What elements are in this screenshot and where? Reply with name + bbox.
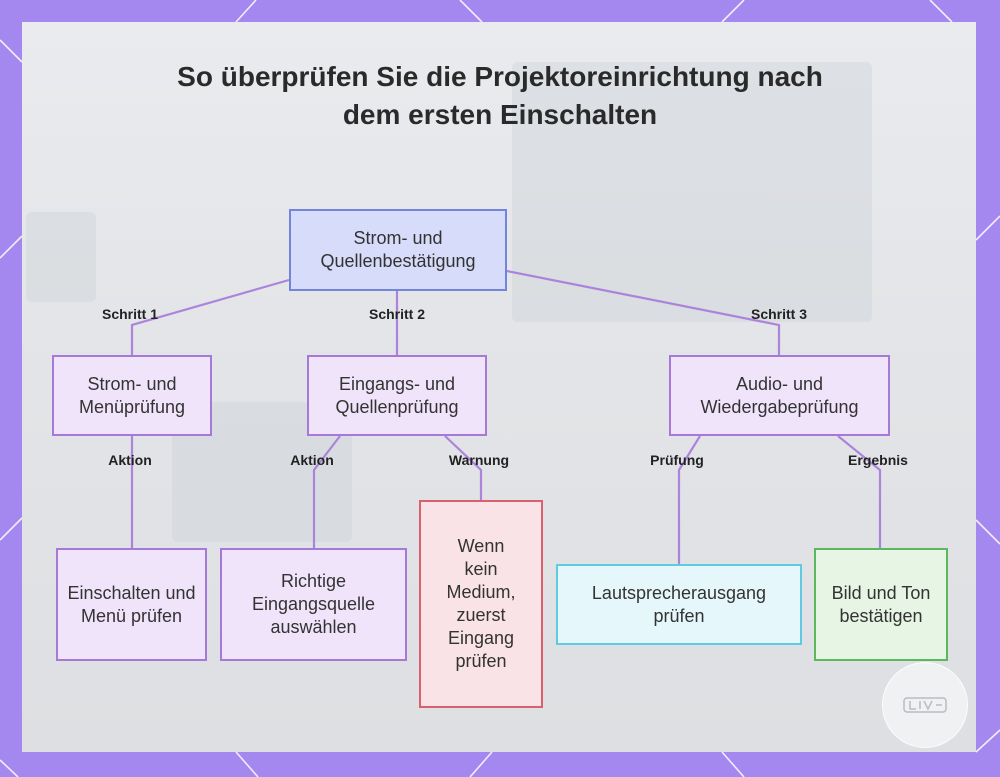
node-eingang-quelle: Eingangs- und Quellenprüfung — [307, 355, 487, 436]
edge-label-aktion-1: Aktion — [108, 452, 152, 468]
node-root-label: Strom- und Quellenbestätigung — [320, 228, 476, 271]
node-eingang-quelle-label: Eingangs- und Quellenprüfung — [335, 373, 459, 417]
node-eingangsquelle: Richtige Eingangsquelle auswählen — [220, 548, 407, 661]
edge-label-aktion-2: Aktion — [290, 452, 334, 468]
edge-label-schritt1: Schritt 1 — [101, 306, 159, 322]
node-einschalten-label: Einschalten und Menü prüfen — [67, 582, 196, 626]
node-audio-wiedergabe: Audio- und Wiedergabeprüfung — [669, 355, 890, 436]
edge-label-schritt3: Schritt 3 — [750, 306, 808, 322]
edge-label-pruefung: Prüfung — [650, 452, 704, 468]
node-audio-wiedergabe-label: Audio- und Wiedergabeprüfung — [700, 373, 859, 417]
edge-label-warnung: Warnung — [448, 452, 510, 468]
node-bild-ton-label: Bild und Ton bestätigen — [831, 582, 931, 626]
node-bild-ton: Bild und Ton bestätigen — [814, 548, 948, 661]
logo-icon — [903, 697, 947, 713]
node-eingangsquelle-label: Richtige Eingangsquelle auswählen — [251, 571, 376, 637]
node-wenn-kein: Wenn kein Medium, zuerst Eingang prüfen — [419, 500, 543, 708]
node-lautsprecher-label: Lautsprecherausgang prüfen — [591, 582, 767, 626]
edge-label-ergebnis: Ergebnis — [848, 452, 908, 468]
node-strom-menu: Strom- und Menüprüfung — [52, 355, 212, 436]
watermark-logo — [882, 662, 968, 748]
node-einschalten: Einschalten und Menü prüfen — [56, 548, 207, 661]
node-root: Strom- und Quellenbestätigung — [289, 209, 507, 291]
background-blur-shape — [26, 212, 96, 302]
node-strom-menu-label: Strom- und Menüprüfung — [78, 373, 186, 417]
page-title: So überprüfen Sie die Projektoreinrichtu… — [177, 61, 823, 130]
node-lautsprecher: Lautsprecherausgang prüfen — [556, 564, 802, 645]
edge-label-schritt2: Schritt 2 — [368, 306, 426, 322]
node-wenn-kein-label: Wenn kein Medium, zuerst Eingang prüfen — [446, 536, 516, 671]
